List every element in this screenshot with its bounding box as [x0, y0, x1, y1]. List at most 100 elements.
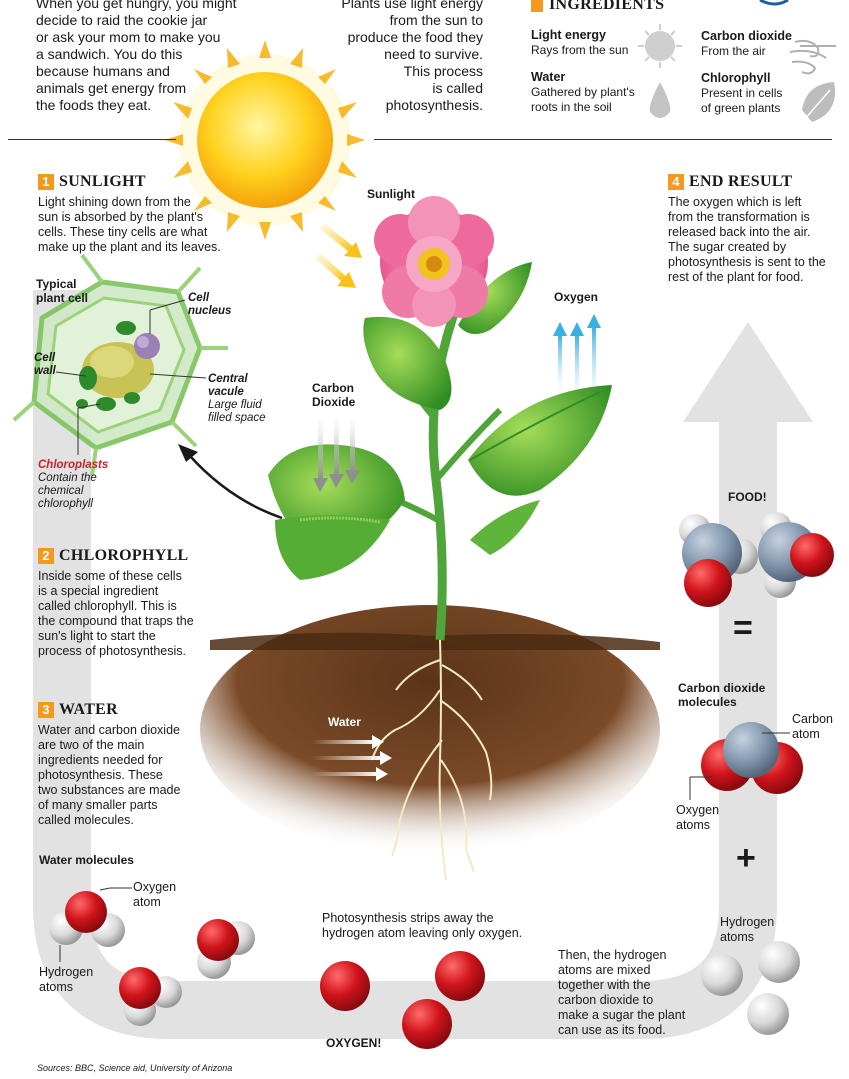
plant-leaves: [268, 262, 612, 580]
hydrogen-atoms-right: [701, 941, 800, 1035]
intro-left-line: animals get energy from: [36, 80, 187, 96]
step-body-line: is a special ingredient: [38, 584, 159, 598]
ingredients-title: INGREDIENTS: [549, 0, 665, 13]
text-line: can use as its food.: [558, 1023, 666, 1037]
step-body-line: Inside some of these cells: [38, 569, 182, 583]
intro-left: When you get hungry, you might decide to…: [36, 0, 276, 114]
intro-center-line: from the sun to: [389, 12, 483, 28]
label-line: chemical: [38, 485, 84, 497]
hydrogen-atoms-right-label: Hydrogen atoms: [720, 915, 774, 945]
divider-right: [374, 139, 832, 140]
label-line: atoms: [676, 818, 711, 832]
strip-text: Photosynthesis strips away the hydrogen …: [322, 911, 522, 941]
ingredient-desc: Present in cells: [701, 86, 783, 100]
label-line: Dioxide: [312, 395, 356, 409]
flower: [374, 196, 494, 327]
intro-left-line: because humans and: [36, 63, 170, 79]
step-body-line: from the transformation is: [668, 210, 810, 224]
label-line: atoms: [39, 980, 74, 994]
ingredient-desc: From the air: [701, 44, 766, 58]
ingredient-light: Light energy Rays from the sun: [531, 28, 628, 58]
step-number: 2: [38, 548, 54, 564]
step-title: SUNLIGHT: [59, 173, 146, 190]
step-header: 2 CHLOROPHYLL: [38, 547, 238, 565]
label-line: Large fluid: [208, 399, 262, 411]
text-line: atoms are mixed: [558, 963, 651, 977]
step-body-line: photosynthesis is sent to the: [668, 255, 826, 269]
label-line: Oxygen: [676, 803, 720, 817]
water-molecules-title: Water molecules: [39, 853, 134, 867]
co2-molecule: [689, 722, 803, 800]
soil: [200, 605, 660, 855]
step-sunlight: 1 SUNLIGHT Light shining down from the s…: [38, 173, 238, 255]
intro-center-line: is called: [432, 80, 483, 96]
light-energy-icon: [638, 24, 682, 68]
step-title: WATER: [59, 701, 118, 718]
food-label: FOOD!: [728, 490, 767, 504]
ingredient-desc: Rays from the sun: [531, 43, 629, 57]
step-body-line: the compound that traps the: [38, 614, 194, 628]
text-line: Then, the hydrogen: [558, 948, 667, 962]
step-chlorophyll: 2 CHLOROPHYLL Inside some of these cells…: [38, 547, 238, 659]
ingredient-co2: Carbon dioxide From the air: [701, 29, 792, 59]
step-body-line: cells. These tiny cells are what: [38, 225, 208, 239]
water-drop-icon: [649, 82, 671, 118]
text-line: make a sugar the plant: [558, 1008, 686, 1022]
ingredient-desc: of green plants: [701, 101, 781, 115]
step-body-line: ingredients needed for: [38, 753, 163, 767]
label-line: Central: [208, 373, 248, 385]
step-number: 1: [38, 174, 54, 190]
step-number: 4: [668, 174, 684, 190]
step-title: CHLOROPHYLL: [59, 547, 189, 564]
intro-center-line: produce the food they: [347, 29, 483, 45]
intro-left-line: decide to raid the cookie jar: [36, 12, 208, 28]
sunlight-arrows: [315, 223, 362, 288]
ingredient-name: Water: [531, 70, 566, 84]
step-body-line: called chlorophyll. This is: [38, 599, 177, 613]
label-line: Carbon: [792, 712, 833, 726]
ingredient-chlorophyll: Chlorophyll Present in cells of green pl…: [701, 71, 782, 116]
oxygen-atoms: [320, 951, 485, 1049]
carbon-dioxide-icon: [789, 39, 836, 75]
label-line: Cell: [34, 352, 56, 364]
oxygen-label: Oxygen: [554, 290, 599, 304]
label-line: wall: [34, 365, 56, 377]
label-line: atoms: [720, 930, 755, 944]
label-line: chlorophyll: [38, 498, 93, 510]
intro-center-line: This process: [403, 63, 483, 79]
label-line: Oxygen: [133, 880, 177, 894]
label-line: Contain the: [38, 472, 97, 484]
text-line: carbon dioxide to: [558, 993, 654, 1007]
oxygen-arrows: [553, 314, 601, 404]
cell-title-line: Typical: [36, 277, 77, 291]
sources-credit: Sources: BBC, Science aid, University of…: [37, 1063, 233, 1073]
oxygen-atoms-label: Oxygen atoms: [676, 803, 719, 833]
step-body-line: of many smaller parts: [38, 798, 158, 812]
water-label: Water: [328, 715, 361, 729]
ingredient-water: Water Gathered by plant's roots in the s…: [531, 70, 635, 115]
step-body-line: sun's light to start the: [38, 629, 156, 643]
intro-left-line: the foods they eat.: [36, 97, 152, 113]
step-number: 3: [38, 702, 54, 718]
step-body-line: rest of the plant for food.: [668, 270, 804, 284]
text-line: Photosynthesis strips away the: [322, 911, 494, 925]
step-header: 4 END RESULT: [668, 173, 844, 191]
central-vacuole-label: Central vacule Large fluid filled space: [208, 373, 266, 425]
label-line: Carbon dioxide: [678, 681, 766, 695]
label-line: Carbon: [312, 381, 354, 395]
carbon-atom-label: Carbon atom: [792, 712, 833, 742]
label-line: Cell: [188, 292, 210, 304]
step-body-line: are two of the main: [38, 738, 145, 752]
step-body-line: Water and carbon dioxide: [38, 723, 180, 737]
label-line: Chloroplasts: [38, 459, 109, 471]
label-line: atom: [792, 727, 820, 741]
intro-center-line: photosynthesis.: [385, 97, 483, 113]
cell-wall-label: Cell wall: [34, 352, 56, 378]
leaf-icon: [802, 82, 836, 122]
ingredients-bullet: [531, 0, 543, 12]
plus-sign: +: [736, 839, 756, 877]
label-line: molecules: [678, 695, 737, 709]
cell-pointer-arrow: [189, 455, 283, 520]
plant-cell: [12, 253, 228, 477]
